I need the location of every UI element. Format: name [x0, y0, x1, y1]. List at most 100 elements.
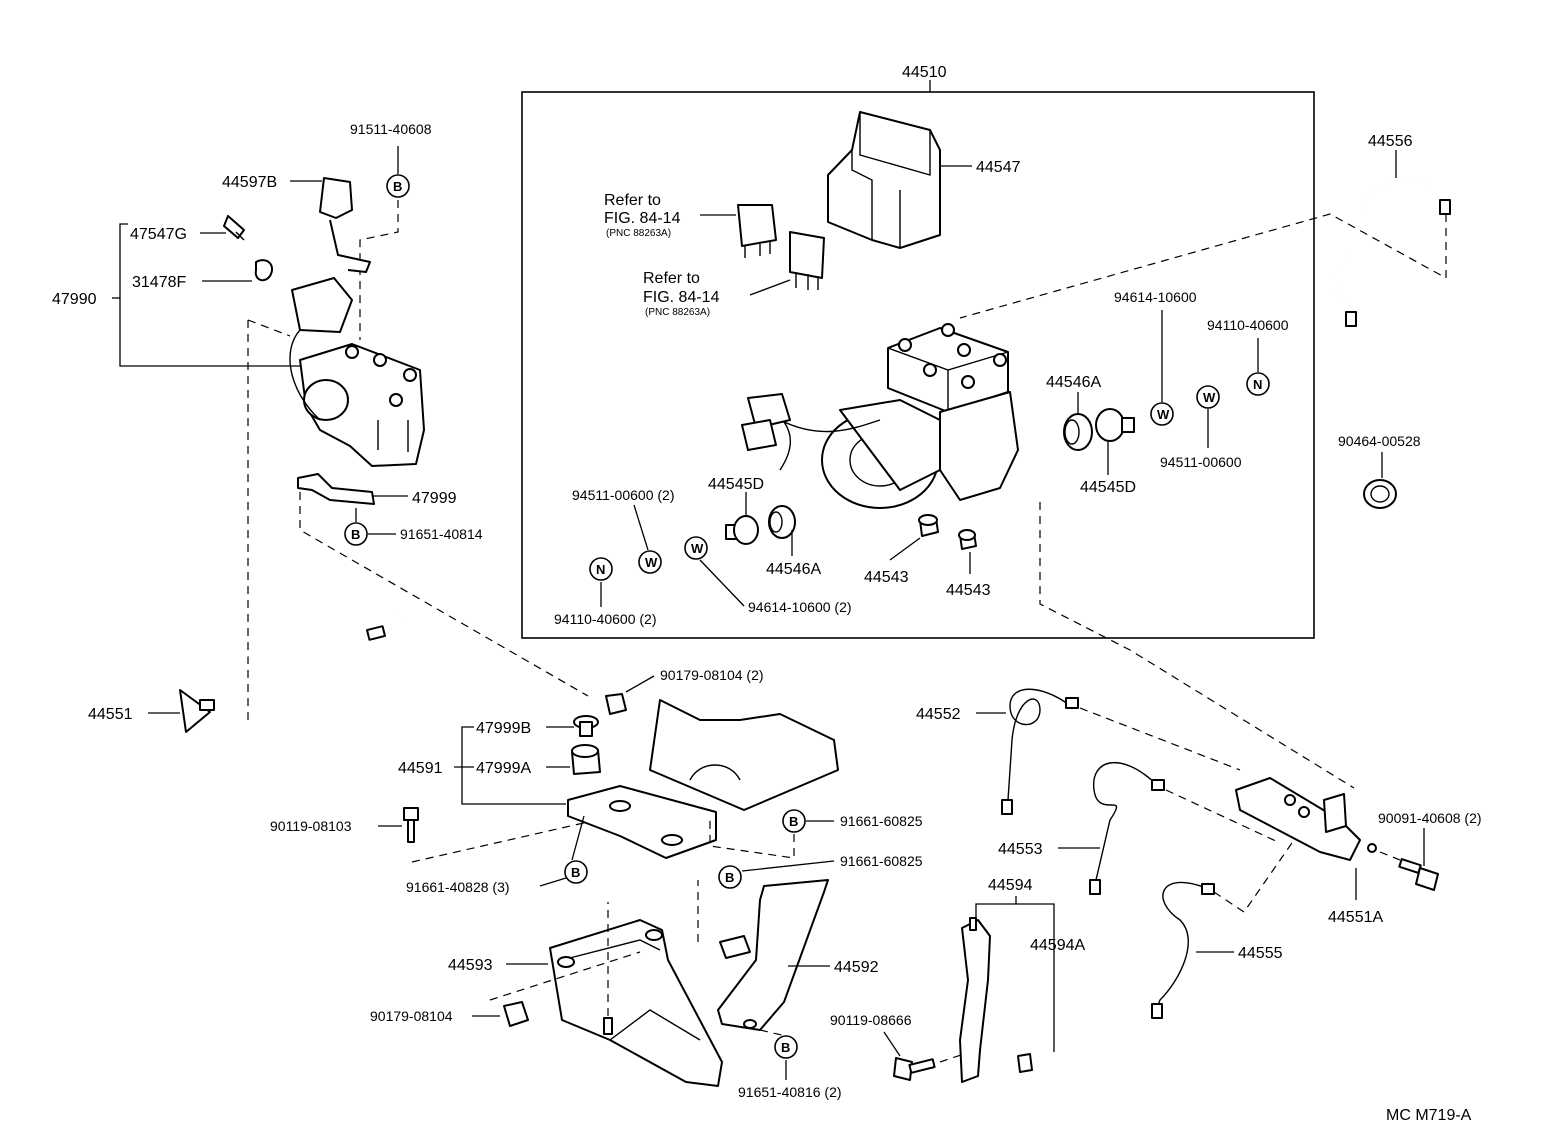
ref2-line2: FIG. 84-14 — [643, 289, 720, 306]
ref2-pnc: (PNC 88263A) — [645, 307, 710, 318]
brake-tube-44555 — [1151, 881, 1215, 1019]
washer-symbol-w4: W — [684, 536, 708, 560]
svg-text:N: N — [596, 562, 605, 577]
mount-bracket-44591 — [567, 699, 839, 859]
cushion-44543-a — [918, 514, 939, 537]
label-94110-40600-2: 94110-40600 (2) — [554, 611, 656, 627]
label-44551: 44551 — [88, 706, 133, 723]
label-91661-60825-a: 91661-60825 — [840, 813, 923, 829]
relay-1 — [737, 204, 777, 258]
grommet-44545D-right — [1095, 408, 1135, 442]
label-91661-40828-3: 91661-40828 (3) — [406, 879, 510, 895]
bolt-symbol-b3: B — [782, 809, 806, 833]
brake-tube-44553 — [1089, 761, 1165, 895]
label-44510: 44510 — [902, 64, 947, 81]
clip-31478F — [254, 259, 274, 282]
collar-47999B — [573, 715, 599, 737]
actuator-cover-44547 — [827, 111, 941, 249]
ref2-line1: Refer to — [643, 270, 700, 287]
grommet-44545D-left — [725, 515, 759, 545]
label-91661-60825-b: 91661-60825 — [840, 853, 923, 869]
bracket-47999 — [297, 473, 375, 505]
label-44592: 44592 — [834, 959, 879, 976]
svg-text:B: B — [571, 865, 580, 880]
label-94110-40600-top: 94110-40600 — [1207, 317, 1289, 333]
label-44546A-right: 44546A — [1046, 374, 1101, 391]
label-94511-00600-2: 94511-00600 (2) — [572, 487, 674, 503]
ref1-line2: FIG. 84-14 — [604, 210, 681, 227]
bolt-90119-08666 — [893, 1057, 936, 1081]
abs-actuator — [741, 323, 1019, 509]
bracket-44593 — [549, 919, 723, 1087]
label-44556: 44556 — [1368, 133, 1413, 150]
svg-text:B: B — [351, 527, 360, 542]
label-94614-10600-2: 94614-10600 (2) — [748, 599, 852, 615]
clamp-90464-00528 — [1363, 479, 1397, 509]
washer-symbol-w3: W — [638, 550, 662, 574]
relay-2 — [789, 231, 825, 290]
brake-tube-44552 — [1001, 688, 1079, 815]
union-44551A — [1235, 777, 1377, 861]
label-44593: 44593 — [448, 957, 493, 974]
bolt-symbol-b2: B — [344, 522, 368, 546]
label-44551A: 44551A — [1328, 909, 1383, 926]
label-91651-40816-2: 91651-40816 (2) — [738, 1084, 842, 1100]
grommet-44546A-left — [768, 505, 796, 539]
svg-text:B: B — [781, 1040, 790, 1055]
washer-symbol-w2: W — [1196, 385, 1220, 409]
nut-symbol-n1: N — [1246, 372, 1270, 396]
svg-text:W: W — [1157, 407, 1170, 422]
label-44594: 44594 — [988, 877, 1033, 894]
svg-text:B: B — [789, 814, 798, 829]
bracket-44594 — [959, 917, 991, 1083]
label-44552: 44552 — [916, 706, 961, 723]
label-44547: 44547 — [976, 159, 1021, 176]
label-44545D-right: 44545D — [1080, 479, 1136, 496]
actuator-assembly-47990 — [289, 277, 425, 467]
ref1-line1: Refer to — [604, 192, 661, 209]
label-44555: 44555 — [1238, 945, 1283, 962]
svg-text:W: W — [645, 555, 658, 570]
washer-symbol-w1: W — [1150, 402, 1174, 426]
nut-90179-08104 — [503, 1001, 529, 1027]
label-90091-40608-2: 90091-40608 (2) — [1378, 810, 1482, 826]
label-47999A: 47999A — [476, 760, 531, 777]
sensor-47547G — [223, 215, 245, 241]
bolt-symbol-b6: B — [774, 1035, 798, 1059]
label-31478F: 31478F — [132, 274, 186, 291]
svg-text:W: W — [1203, 390, 1216, 405]
label-90179-08104: 90179-08104 — [370, 1008, 453, 1024]
bolt-90091-40608 — [1398, 858, 1439, 891]
bracket-44592 — [717, 879, 829, 1031]
bolt-90119-08103 — [403, 807, 419, 843]
label-91651-40814: 91651-40814 — [400, 526, 483, 542]
label-44553: 44553 — [998, 841, 1043, 858]
label-94614-10600-top: 94614-10600 — [1114, 289, 1197, 305]
actuator-group-box — [521, 91, 1315, 639]
label-44591: 44591 — [398, 760, 443, 777]
svg-text:B: B — [725, 870, 734, 885]
svg-text:N: N — [1253, 377, 1262, 392]
label-44546A-left: 44546A — [766, 561, 821, 578]
label-94511-00600-top: 94511-00600 — [1160, 454, 1242, 470]
label-47990: 47990 — [52, 291, 97, 308]
bracket-44597B — [319, 177, 371, 273]
label-44597B: 44597B — [222, 174, 277, 191]
ref1-pnc: (PNC 88263A) — [606, 228, 671, 239]
label-90119-08103: 90119-08103 — [270, 818, 352, 834]
label-47999: 47999 — [412, 490, 457, 507]
label-47547G: 47547G — [130, 226, 187, 243]
label-90119-08666: 90119-08666 — [830, 1012, 912, 1028]
nut-symbol-n2: N — [589, 557, 613, 581]
nut-90179-08104-top — [605, 693, 627, 715]
label-91511-40608: 91511-40608 — [350, 121, 432, 137]
cushion-44543-b — [958, 529, 977, 550]
bolt-symbol-b1: B — [386, 174, 410, 198]
label-44543-a: 44543 — [864, 569, 909, 586]
bolt-symbol-b5: B — [564, 860, 588, 884]
diagram-code: MC M719-A — [1386, 1107, 1472, 1124]
svg-text:B: B — [393, 179, 402, 194]
grommet-44546A-right — [1063, 413, 1093, 451]
label-47999B: 47999B — [476, 720, 531, 737]
